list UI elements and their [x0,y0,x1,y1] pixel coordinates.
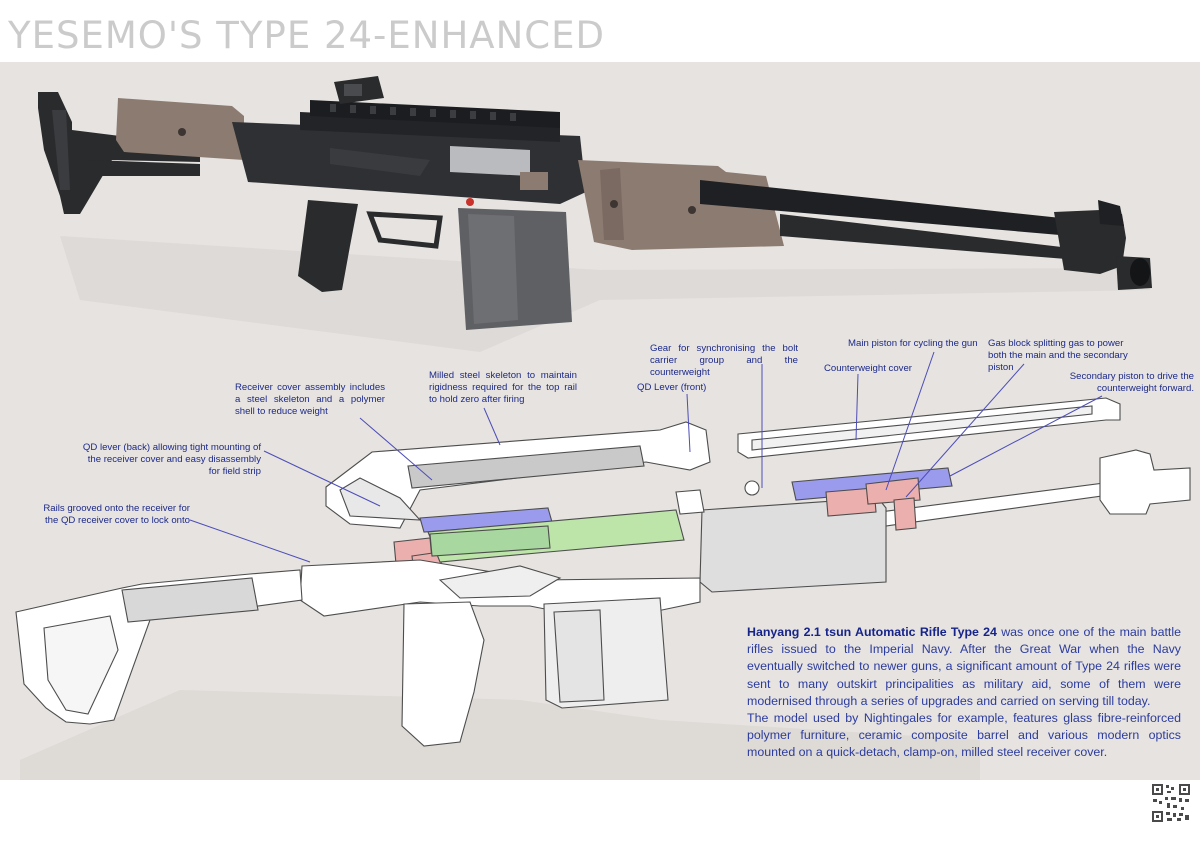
annotation-gear: Gear for synchronising the bolt carrier … [650,343,798,378]
leader-lines [189,351,1103,563]
annotation-qd-back: QD lever (back) allowing tight mounting … [82,442,261,477]
annotation-main-piston: Main piston for cycling the gun [848,338,978,349]
annotation-counterweight-cover: Counterweight cover [824,363,912,374]
description-paragraph-1: Hanyang 2.1 tsun Automatic Rifle Type 24… [747,624,1181,710]
description-p1-text: was once one of the main battle rifles i… [747,625,1181,708]
annotation-gas-block: Gas block splitting gas to power both th… [988,338,1128,373]
annotation-qd-front: QD Lever (front) [637,382,707,393]
page-title: YESEMO'S TYPE 24-ENHANCED [8,14,605,57]
annotation-receiver-cover: Receiver cover assembly includes a steel… [235,382,385,417]
annotation-rails: Rails grooved onto the receiver for the … [43,503,190,526]
annotation-secondary-piston: Secondary piston to drive the counterwei… [1069,371,1194,394]
assembled-rifle [38,76,1152,352]
description-lead: Hanyang 2.1 tsun Automatic Rifle Type 24 [747,625,997,639]
description-paragraph-2: The model used by Nightingales for examp… [747,711,1181,760]
qr-code-icon [1151,783,1191,823]
annotation-milled-skeleton: Milled steel skeleton to maintain rigidn… [429,370,577,405]
description-block: Hanyang 2.1 tsun Automatic Rifle Type 24… [747,624,1181,762]
exploded-rifle [15,397,1191,780]
